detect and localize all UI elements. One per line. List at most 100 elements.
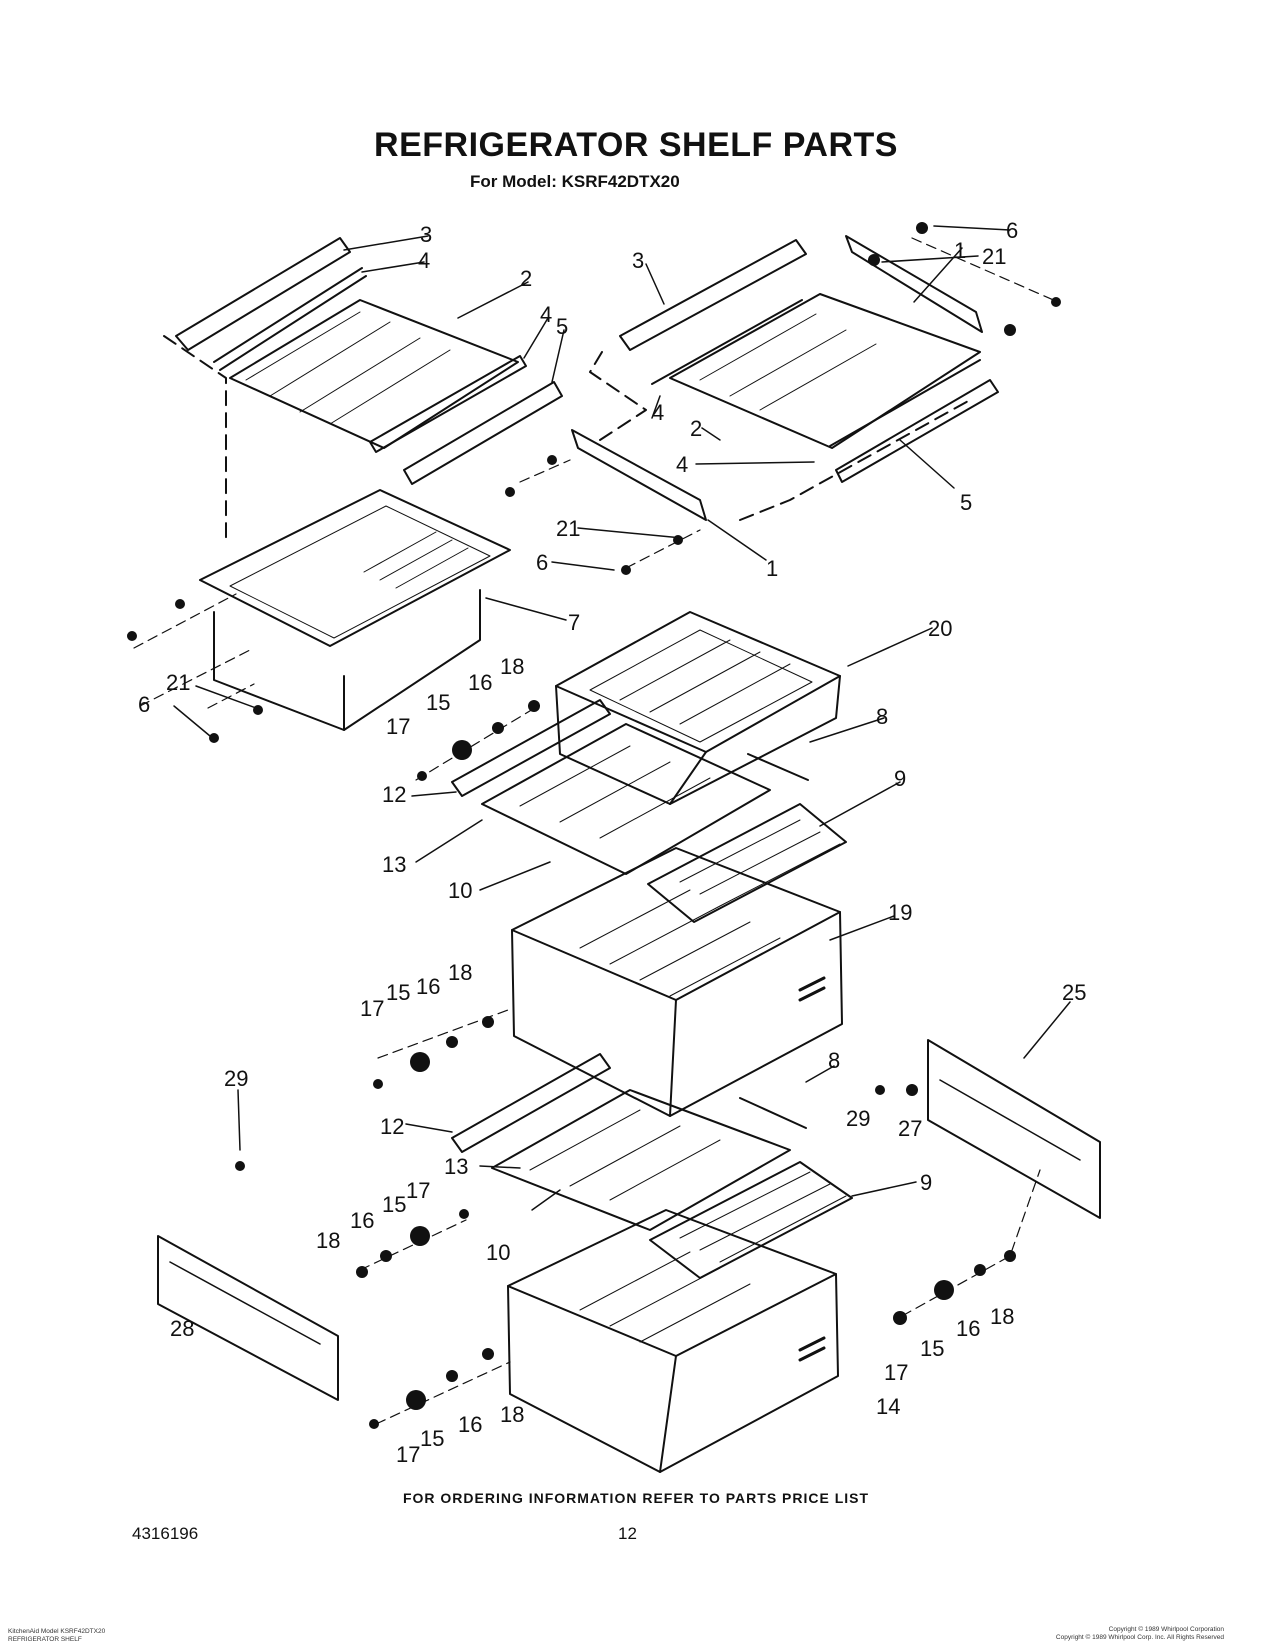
callout-20: 20 (928, 616, 952, 641)
bushing-16b (446, 1036, 458, 1048)
crisper-cover-9-lower (649, 1161, 853, 1279)
callout-15-d: 15 (420, 1426, 444, 1451)
screw-17b (373, 1079, 383, 1089)
callout-3-upper-right: 3 (632, 248, 644, 273)
washer-21a (868, 254, 880, 266)
fine-print-right: Copyright © 1989 Whirlpool Corporation C… (1056, 1626, 1224, 1642)
callout-13-lower: 13 (444, 1154, 468, 1179)
washer-21f (253, 705, 263, 715)
callout-16-c: 16 (350, 1208, 374, 1233)
callout-labels: 3 4 2 4 5 3 6 21 1 4 2 4 5 21 6 1 7 21 6… (138, 218, 1086, 1467)
crisper-drawer-19 (511, 847, 843, 1117)
trim-12-lower (451, 1053, 611, 1153)
callout-4-upper-right-2: 4 (676, 452, 688, 477)
callout-18-b: 18 (448, 960, 472, 985)
callout-21-upper-right: 21 (982, 244, 1006, 269)
upper-right-shelf-group (571, 235, 999, 521)
washer-18a (528, 700, 540, 712)
washer-18c (356, 1266, 368, 1278)
callout-28: 28 (170, 1316, 194, 1341)
screw-17d (369, 1419, 379, 1429)
callout-8-lower: 8 (828, 1048, 840, 1073)
callout-10-lower: 10 (486, 1240, 510, 1265)
screw-17c (459, 1209, 469, 1219)
page-title: REFRIGERATOR SHELF PARTS (374, 126, 898, 164)
callout-7: 7 (568, 610, 580, 635)
callout-3-upper-left: 3 (420, 222, 432, 247)
fine-print-left-line-1: KitchenAid Model KSRF42DTX20 (8, 1628, 106, 1635)
callout-8-middle: 8 (876, 704, 888, 729)
ordering-information-note: FOR ORDERING INFORMATION REFER TO PARTS … (402, 1490, 870, 1506)
callout-25: 25 (1062, 980, 1086, 1005)
screw-17e (893, 1311, 907, 1325)
washer-21b (1004, 324, 1016, 336)
shelf-trim-3-left (175, 237, 351, 351)
screw-6a (916, 222, 928, 234)
side-panel-28 (157, 1235, 339, 1401)
model-subtitle: For Model: KSRF42DTX20 (470, 172, 680, 191)
vent-grille-14 (798, 1336, 826, 1362)
callout-16-e: 16 (956, 1316, 980, 1341)
callout-29-left: 29 (224, 1066, 248, 1091)
callout-13-middle: 13 (382, 852, 406, 877)
crisper-cover-9-middle (647, 803, 847, 923)
lower-shelf-assembly (451, 1053, 853, 1279)
fine-print-right-line-1: Copyright © 1989 Whirlpool Corporation (1108, 1626, 1224, 1633)
shelf-trim-5-right (835, 379, 999, 483)
callout-29-right: 29 (846, 1106, 870, 1131)
callout-2-upper-right: 2 (690, 416, 702, 441)
roller-15b (410, 1052, 430, 1072)
callout-15-e: 15 (920, 1336, 944, 1361)
bushing-16c (380, 1250, 392, 1262)
callout-4-upper-right: 4 (652, 400, 664, 425)
fine-print-right-line-2: Copyright © 1989 Whirlpool Corp. Inc. Al… (1055, 1634, 1224, 1641)
callout-17-d: 17 (396, 1442, 420, 1467)
callout-15-b: 15 (386, 980, 410, 1005)
callout-17-c: 17 (406, 1178, 430, 1203)
callout-17-b: 17 (360, 996, 384, 1021)
deli-drawer-20 (555, 611, 841, 805)
callout-17-e: 17 (884, 1360, 908, 1385)
shelf-trim-strip-4-right (651, 299, 981, 447)
vent-grille-19 (798, 976, 826, 1002)
callout-21-left: 21 (166, 670, 190, 695)
upper-left-shelf-group (163, 237, 563, 541)
support-rod-8-middle (747, 753, 809, 781)
glass-shelf-2-right (669, 293, 981, 449)
callout-15-c: 15 (382, 1192, 406, 1217)
washer-18d (482, 1348, 494, 1360)
callout-2-upper-left: 2 (520, 266, 532, 291)
callout-18-d: 18 (500, 1402, 524, 1427)
callout-16-d: 16 (458, 1412, 482, 1437)
callout-15-a: 15 (426, 690, 450, 715)
glass-shelf-10-middle (481, 723, 771, 875)
callout-16-b: 16 (416, 974, 440, 999)
callout-14: 14 (876, 1394, 900, 1419)
callout-16-a: 16 (468, 670, 492, 695)
side-panel-25 (927, 1039, 1101, 1219)
screw-6f (209, 733, 219, 743)
washer-27 (906, 1084, 918, 1096)
glass-shelf-10-lower (491, 1089, 791, 1231)
callout-10-middle: 10 (448, 878, 472, 903)
document-number: 4316196 (132, 1524, 199, 1543)
crisper-drawer-14 (507, 1209, 839, 1473)
roller-15d (406, 1390, 426, 1410)
callout-18-e: 18 (990, 1304, 1014, 1329)
callout-4-upper-left-2: 4 (540, 302, 552, 327)
callout-18-c: 18 (316, 1228, 340, 1253)
trim-12-middle (451, 699, 611, 797)
callout-1-upper-right: 1 (954, 238, 966, 263)
callout-12-middle: 12 (382, 782, 406, 807)
fine-print-left-line-2: REFRIGERATOR SHELF (8, 1636, 82, 1643)
callout-5-upper-right: 5 (960, 490, 972, 515)
bushing-16a (492, 722, 504, 734)
washer-21e (175, 599, 185, 609)
callout-9-lower: 9 (920, 1170, 932, 1195)
washer-21c (547, 455, 557, 465)
callout-9-middle: 9 (894, 766, 906, 791)
shelf-trim-5-left (403, 381, 563, 485)
washer-18e (1004, 1250, 1016, 1262)
page-number: 12 (618, 1524, 637, 1543)
